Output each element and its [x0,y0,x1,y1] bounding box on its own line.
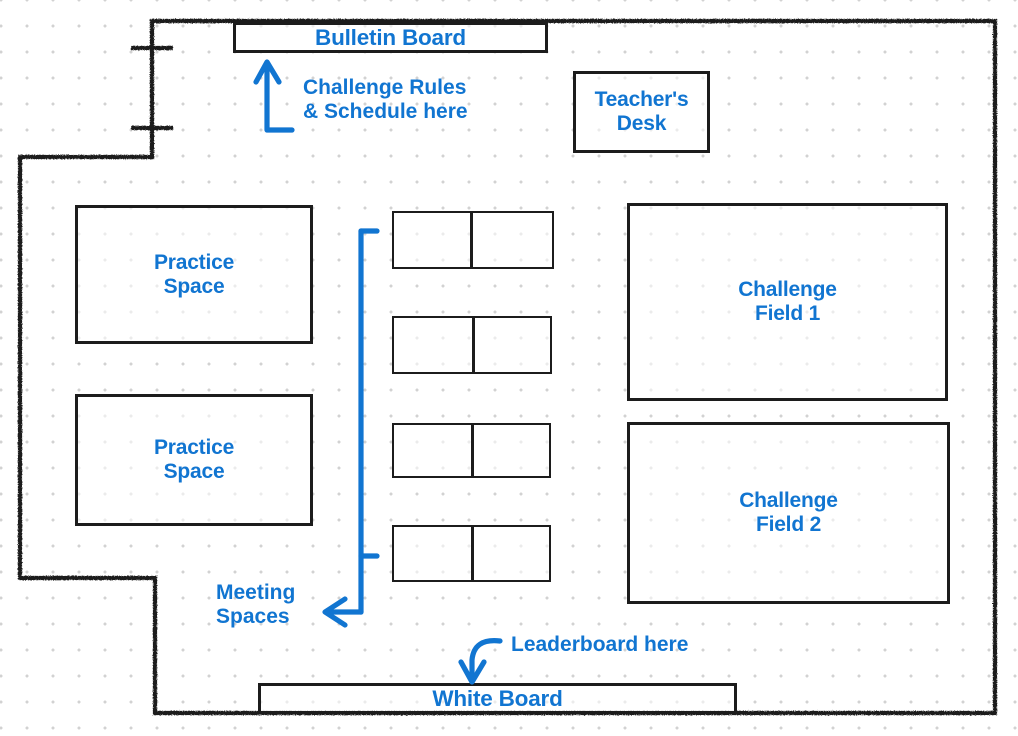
challenge-field-1-label: Challenge Field 1 [738,278,837,325]
practice-space-1[interactable]: Practice Space [75,205,313,344]
meeting-table-2[interactable] [392,316,552,374]
meeting-table-3[interactable] [392,423,551,478]
bulletin-board[interactable]: Bulletin Board [233,22,548,53]
meeting-spaces-annotation: Meeting Spaces [216,581,296,629]
practice-space-2[interactable]: Practice Space [75,394,313,526]
meeting-table-3-divider [471,425,474,476]
meeting-table-4[interactable] [392,525,551,582]
practice-space-2-label: Practice Space [153,436,235,483]
door-markers [131,45,173,131]
meeting-table-2-divider [472,318,475,372]
challenge-field-2[interactable]: Challenge Field 2 [627,422,950,604]
meeting-table-1[interactable] [392,211,554,269]
teachers-desk-label: Teacher's Desk [594,88,689,135]
meeting-table-4-divider [471,527,474,580]
practice-space-1-label: Practice Space [153,250,235,298]
challenge-rules-annotation: Challenge Rules & Schedule here [303,76,468,124]
white-board[interactable]: White Board [258,683,737,714]
wall-path [17,18,998,716]
challenge-field-2-label: Challenge Field 2 [739,489,838,536]
teachers-desk[interactable]: Teacher's Desk [573,71,710,153]
challenge-field-1[interactable]: Challenge Field 1 [627,203,948,401]
meeting-table-1-divider [470,213,473,267]
leaderboard-annotation: Leaderboard here [511,633,689,656]
bulletin-board-label: Bulletin Board [315,24,466,50]
white-board-label: White Board [432,685,563,711]
